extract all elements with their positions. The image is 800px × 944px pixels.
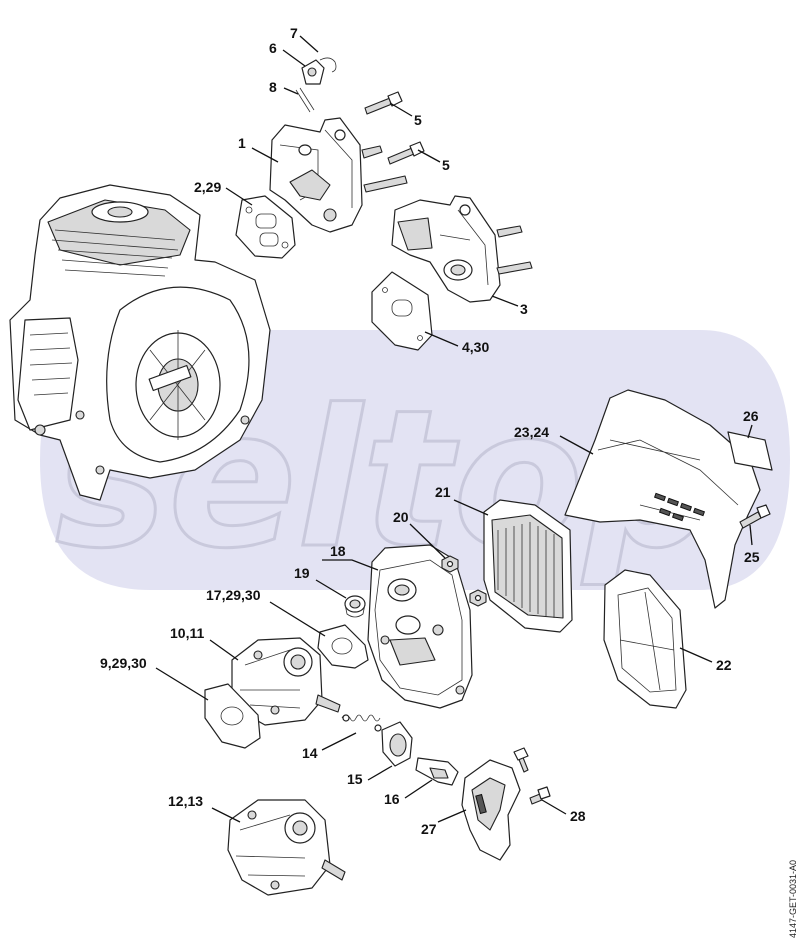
label-part-22: 22	[716, 657, 732, 673]
label-part-27: 27	[421, 821, 437, 837]
lever-part-6	[301, 59, 325, 85]
grommet-part-19	[344, 595, 366, 618]
label-part-5-lower: 5	[442, 157, 450, 173]
engine-assembly	[9, 184, 271, 501]
air-filter-element	[483, 499, 573, 633]
label-part-14: 14	[302, 745, 318, 761]
screw-upper	[364, 91, 403, 115]
label-part-6: 6	[269, 40, 277, 56]
label-part-7: 7	[290, 25, 298, 41]
drawing-code: 4147-GET-0031-A0	[788, 859, 798, 938]
label-part-21: 21	[435, 484, 451, 500]
label-part-3: 3	[520, 301, 528, 317]
carburetor-base-gasket	[204, 683, 261, 749]
nut-part-20b	[469, 589, 487, 607]
flange-gasket	[371, 271, 433, 351]
screw-part-28b	[529, 786, 551, 805]
label-part-12-13: 12,13	[168, 793, 203, 809]
label-part-20: 20	[393, 509, 409, 525]
label-part-26: 26	[743, 408, 759, 424]
carburetor-main	[231, 637, 341, 726]
spring-part-7	[319, 57, 337, 73]
carburetor-gasket	[317, 624, 369, 669]
throttle-bracket	[461, 759, 521, 861]
screw-lower	[387, 141, 425, 165]
leader-lines	[155, 35, 753, 823]
label-sticker	[727, 431, 773, 471]
part-labels: 1 2,29 3 4,30 5 5 6 7 8 9,29,30 10,11 12…	[100, 25, 760, 837]
carburetor-flange	[391, 195, 533, 303]
label-part-2-29: 2,29	[194, 179, 221, 195]
carburetor-housing	[367, 544, 473, 709]
pre-filter-frame	[603, 569, 687, 709]
label-part-18: 18	[330, 543, 346, 559]
label-part-23-24: 23,24	[514, 424, 549, 440]
label-part-17-29-30: 17,29,30	[206, 587, 261, 603]
label-part-28: 28	[570, 808, 586, 824]
cover-screw	[739, 504, 771, 529]
intake-manifold-plate	[269, 117, 408, 233]
carburetor-alternate	[227, 799, 346, 896]
label-part-4-30: 4,30	[462, 339, 489, 355]
spring-part-14	[341, 714, 382, 732]
label-part-1: 1	[238, 135, 246, 151]
label-part-10-11: 10,11	[170, 625, 204, 641]
label-part-5-upper: 5	[414, 112, 422, 128]
manifold-gasket	[235, 195, 296, 259]
label-part-16: 16	[384, 791, 400, 807]
connector-part-16	[415, 757, 459, 786]
nut-part-20	[441, 555, 459, 573]
air-filter-cover	[564, 389, 761, 609]
label-part-8: 8	[269, 79, 277, 95]
bushing-part-15	[381, 721, 413, 767]
label-part-19: 19	[294, 565, 310, 581]
label-part-9-29-30: 9,29,30	[100, 655, 147, 671]
label-part-25: 25	[744, 549, 760, 565]
screw-part-28	[513, 747, 529, 773]
pin-part-8	[295, 87, 315, 113]
label-part-15: 15	[347, 771, 363, 787]
